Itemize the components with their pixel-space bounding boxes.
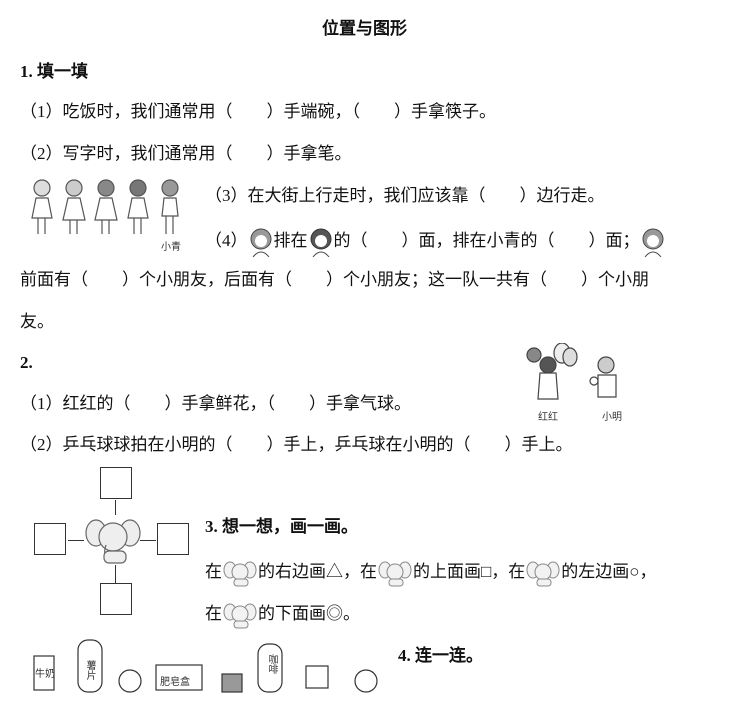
elephant-icon	[378, 561, 412, 587]
girls-queue-illustration	[31, 179, 179, 234]
s3-text: 的右边画△，在	[258, 561, 377, 581]
girl-face-icon	[310, 228, 331, 257]
label-honghong: 红红	[538, 412, 558, 423]
question-2-2: （2）乒乓球球拍在小明的（ ）手上，乒乓球在小明的（ ）手上。	[20, 435, 573, 454]
object-label-soap-box: 肥皂盒	[160, 677, 190, 688]
question-1-4-line2: 前面有（ ）个小朋友，后面有（ ）个小朋友；这一队一共有（ ）个小朋	[20, 270, 649, 289]
drawing-box-bottom[interactable]	[100, 583, 132, 615]
girl-face-icon	[642, 228, 663, 257]
section2-heading: 2.	[20, 353, 33, 372]
honghong-xiaoming-illustration	[526, 343, 617, 400]
page-title: 位置与图形	[322, 19, 407, 38]
section3-heading: 3. 想一想，画一画。	[205, 517, 358, 536]
section3-instruction-line1: 在 的右边画△，在 的上面画□，在 的左边画○，	[205, 559, 657, 587]
elephant-icon	[223, 603, 257, 629]
elephant-illustration	[85, 519, 141, 564]
s3-text: 在	[205, 561, 222, 581]
chips-can	[77, 639, 103, 693]
question-1-4-line3: 友。	[20, 312, 54, 331]
basketball	[354, 669, 378, 693]
question-2-1: （1）红红的（ ）手拿鲜花，（ ）手拿气球。	[20, 394, 411, 413]
coffee-can	[257, 643, 283, 693]
girl-face-icon	[250, 228, 271, 257]
drawing-box-right[interactable]	[157, 523, 189, 555]
question-1-2: （2）写字时，我们通常用（ ）手拿笔。	[20, 144, 352, 163]
s3-text: 的上面画□，在	[413, 561, 526, 581]
object-label-coffee: 咖啡	[266, 654, 277, 674]
connector-line	[115, 565, 116, 583]
s3-text: 的下面画◎。	[258, 603, 360, 623]
question-1-1: （1）吃饭时，我们通常用（ ）手端碗，（ ）手拿筷子。	[20, 102, 496, 121]
question-1-4-text-a: 排在	[273, 230, 308, 250]
object-label-chips: 薯片	[84, 660, 95, 680]
elephant-icon	[223, 561, 257, 587]
question-1-3: （3）在大街上行走时，我们应该靠（ ）边行走。	[205, 186, 605, 205]
section1-heading: 1. 填一填	[20, 62, 88, 81]
label-xiaoming: 小明	[602, 412, 622, 423]
connector-line	[140, 540, 156, 541]
object-label-milk: 牛奶	[35, 669, 55, 680]
connector-line	[115, 500, 116, 515]
s3-text: 在	[205, 603, 222, 623]
objects-row	[33, 639, 378, 693]
question-1-4: （4） 排在 的（ ）面，排在小青的（ ）面；	[205, 227, 666, 257]
drawing-box-left[interactable]	[34, 523, 66, 555]
soap-box	[155, 664, 203, 691]
section3-instruction-line2: 在 的下面画◎。	[205, 601, 360, 629]
question-1-4-text-b: 的（ ）面，排在小青的（ ）面；	[333, 230, 640, 250]
milk-carton	[33, 655, 55, 691]
elephant-icon	[526, 561, 560, 587]
cube-box	[305, 665, 329, 689]
rubiks-cube	[221, 673, 243, 693]
drawing-box-top[interactable]	[100, 467, 132, 499]
section4-heading: 4. 连一连。	[398, 646, 483, 665]
question-1-4-number: （4）	[205, 230, 248, 250]
connector-line	[68, 540, 84, 541]
volleyball	[118, 669, 142, 693]
girl-label-xiaoqing: 小青	[161, 242, 181, 253]
s3-text: 的左边画○，	[561, 561, 657, 581]
